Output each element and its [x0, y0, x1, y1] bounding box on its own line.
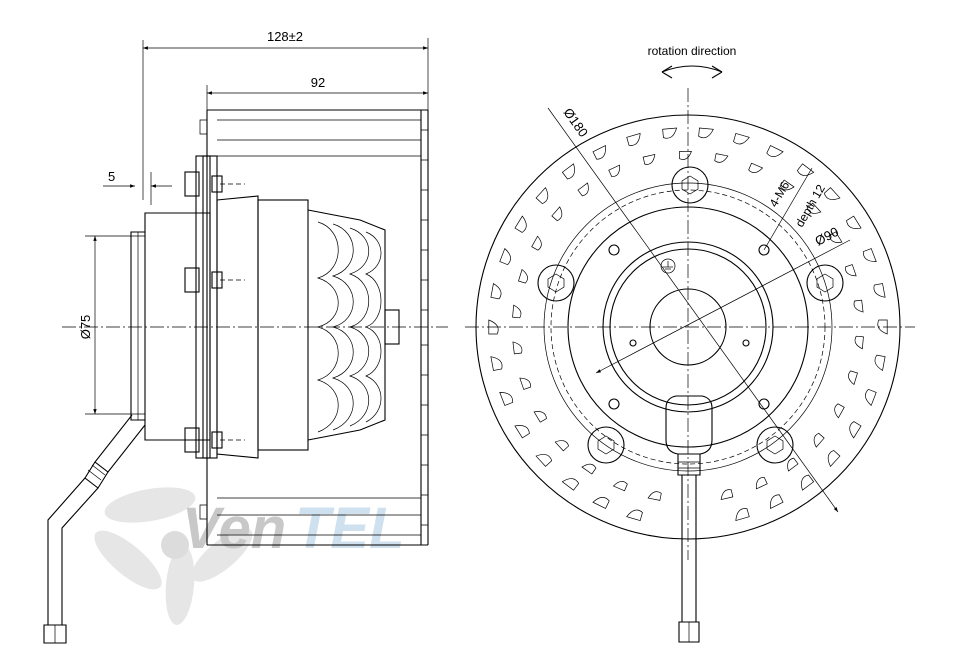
blade-slot	[490, 282, 502, 300]
ground-symbol-icon	[660, 258, 676, 274]
watermark-logo: Ven TEL	[94, 487, 405, 625]
blade-slot	[592, 497, 610, 509]
blade-slot	[846, 215, 862, 229]
blade-slot	[626, 509, 643, 521]
blade-slot	[551, 206, 563, 222]
blade-slot	[490, 356, 503, 371]
blade-slot	[533, 411, 547, 423]
hex-bolt-bottom-left	[587, 426, 625, 464]
flange-offset-dim: 5	[108, 169, 115, 184]
bolt-circle-dim: Ø90	[812, 224, 841, 249]
blade-slot	[518, 268, 528, 284]
blade-slot	[714, 153, 729, 163]
blade-slot	[787, 457, 799, 472]
watermark-brand-accent: TEL	[295, 496, 405, 561]
blade-slot	[577, 182, 589, 197]
impeller-outer-circle	[475, 114, 901, 540]
blade-slot	[748, 162, 764, 173]
blade-slot	[642, 154, 656, 165]
hex-bolt-top	[671, 166, 709, 204]
blade-slot	[512, 341, 523, 355]
blade-slot	[535, 454, 553, 467]
blade-slot	[662, 127, 678, 139]
blade-slot	[626, 132, 641, 146]
blade-slot	[779, 179, 795, 191]
blade-slot	[848, 370, 858, 386]
blade-slot	[554, 440, 570, 452]
wheel-width-dim: 92	[311, 75, 325, 90]
hex-bolt-right	[806, 264, 844, 302]
bolt-top	[184, 171, 245, 197]
rotation-direction-label: rotation direction	[648, 44, 737, 58]
blade-slot	[499, 392, 513, 406]
overall-length-dim: 128±2	[267, 29, 303, 44]
blade-slot	[512, 304, 522, 319]
watermark-brand-dark: Ven	[182, 496, 286, 561]
hex-bolt-left	[537, 264, 575, 302]
blade-slot	[874, 354, 886, 372]
blade-slot	[581, 463, 597, 475]
blade-slot	[827, 449, 841, 468]
blade-slot	[531, 235, 542, 251]
blade-slot	[592, 144, 606, 160]
blade-slot	[608, 164, 621, 178]
outer-diameter-dim: Ø180	[561, 105, 592, 140]
blade-slot	[845, 264, 857, 277]
blade-slot	[813, 432, 825, 448]
blade-slot	[770, 494, 784, 510]
blade-slot	[561, 163, 575, 180]
blade-slot	[801, 474, 815, 491]
blade-slot	[519, 377, 531, 390]
impeller-blade-slots	[488, 127, 888, 522]
hex-bolt-bottom-right	[756, 426, 794, 464]
blade-slot	[514, 215, 527, 233]
rotation-arrow-icon	[661, 65, 723, 79]
side-view: 128±2 92 5 Ø75	[43, 29, 448, 644]
blade-slot	[806, 202, 822, 214]
blade-slot	[514, 425, 530, 439]
blade-slot	[720, 489, 734, 500]
fan-watermark-icon	[94, 487, 253, 625]
blade-slot	[698, 127, 714, 139]
blade-slot	[499, 247, 511, 266]
front-view: rotation direction	[465, 44, 915, 643]
blade-slot	[647, 491, 662, 501]
front-cable	[665, 395, 713, 643]
rotor-fins	[316, 221, 382, 433]
blade-slot	[755, 476, 768, 490]
blade-slot	[853, 299, 864, 313]
blade-slot	[561, 478, 580, 491]
blade-slot	[766, 145, 784, 157]
blade-slot	[854, 335, 864, 350]
impeller-blade-cage	[199, 109, 429, 546]
blade-slot	[873, 283, 886, 298]
blade-slot	[863, 248, 877, 262]
blade-slot	[488, 319, 499, 335]
blade-slot	[823, 187, 841, 200]
blade-slot	[877, 319, 888, 335]
side-cable	[43, 414, 146, 644]
thread-depth-dim: depth 12	[792, 182, 828, 230]
blade-slot	[733, 133, 750, 145]
blade-slot	[834, 403, 845, 419]
blade-slot	[612, 481, 628, 492]
blade-slot	[865, 388, 877, 407]
blade-slot	[829, 231, 843, 243]
blade-slot	[535, 186, 549, 205]
blade-slot	[796, 163, 815, 176]
bolt-middle	[184, 267, 245, 293]
blade-slot	[679, 150, 692, 160]
blade-slot	[849, 421, 862, 439]
blade-slot	[735, 508, 750, 522]
